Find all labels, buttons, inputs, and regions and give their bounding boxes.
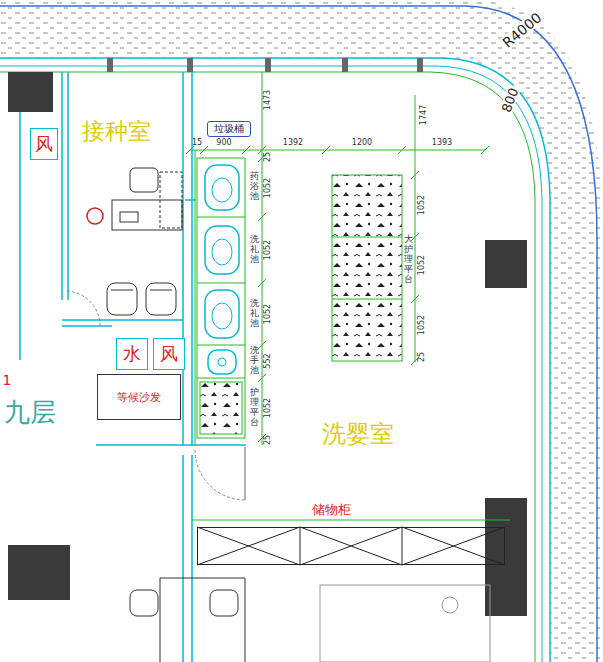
floor-label: 九层 [4,399,56,425]
room-boundary [192,150,510,520]
marker-circle [87,208,103,224]
waiting-sofa: 等候沙发 [97,374,181,420]
dimension-text: 900 [216,139,231,147]
node-text: 水 [123,345,141,363]
room-label: 洗婴室 [322,422,394,446]
dimension-text: 1393 [432,139,452,147]
care-platform: 大护理平台 [332,175,402,361]
trash-bin: 垃圾桶 [207,121,251,137]
wall-line [0,66,542,662]
dimension-text: 1052 [418,255,426,275]
dimension-text: 25 [418,352,426,362]
fixture-label: 药浴池 [250,172,259,202]
water-box: 水 [116,338,148,370]
dimension-text: 552 [264,353,272,368]
axis-line [0,72,535,662]
node-text: 风 [35,135,53,153]
wall-markers [107,58,423,72]
dimension-text: 1052 [264,240,272,260]
dimension-text: 1052 [264,398,272,418]
fixture-label: 洗手池 [250,346,259,376]
dimension-text: 1392 [283,139,303,147]
dimension-text: 1052 [418,315,426,335]
room-label: 接种室 [82,120,151,143]
dimension-text: 25 [264,152,272,162]
dimension-text: 1473 [264,90,272,110]
node-text: 大护理平台 [404,235,413,284]
cabinet-cells [197,527,505,565]
fan-box: 风 [153,338,185,370]
node-text: 储物柜 [312,503,351,516]
dimension-text: 1200 [352,139,372,147]
marker-number: 1 [3,373,12,387]
fixture-label: 护理平台 [250,388,259,428]
fixture-label: 洗礼池 [250,299,259,329]
node-text: 垃圾桶 [214,124,244,134]
storage-cabinet: 储物柜 [197,527,505,565]
sink-column [197,158,245,438]
doors [65,291,245,500]
dimension-text: 800 [499,84,521,116]
walls [20,72,246,662]
dimension-text: 1747 [420,105,428,125]
fixture-label: 洗礼池 [250,235,259,265]
dimension-text: 25 [264,435,272,445]
dimension-text: 1052 [264,178,272,198]
dimension-lines [186,72,489,445]
dimension-text: 1052 [264,304,272,324]
big-platform [332,175,402,361]
door-leaf [245,447,246,500]
lower-furniture [130,578,490,662]
columns [8,72,527,616]
dimension-text: 15 [192,139,202,147]
fan-box: 风 [30,128,58,160]
node-text: 风 [160,345,178,363]
outer-wall [0,6,597,662]
vaccination-furniture [107,168,182,315]
dimension-text: 1052 [418,195,426,215]
node-text: 等候沙发 [117,392,161,403]
wall-line [0,58,550,662]
